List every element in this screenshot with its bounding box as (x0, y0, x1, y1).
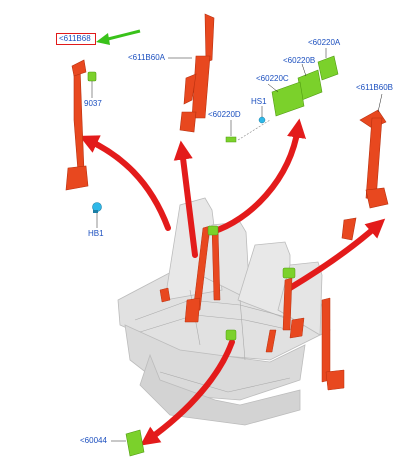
label-60220B: <60220B (283, 56, 316, 65)
label-60220A: <60220A (308, 38, 341, 47)
arrow-to-60044 (140, 339, 235, 446)
label-60220D: <60220D (208, 110, 241, 119)
label-60044: <60044 (80, 436, 107, 445)
installed-belts (159, 225, 345, 391)
seat-belt-left (65, 59, 89, 191)
green-pointer-arrow (96, 29, 141, 45)
highlighted-part-611B68: <611B68 (56, 33, 96, 45)
label-HB1: HB1 (88, 229, 104, 238)
clip-60220C (271, 81, 305, 117)
callout-arrows (79, 118, 386, 446)
label-HS1: HS1 (251, 97, 267, 106)
arrow-to-left-belt (79, 135, 171, 231)
label-611B60B: <611B60B (356, 83, 393, 92)
label-611B68: <611B68 (59, 34, 91, 43)
arrow-to-center-belt (173, 140, 198, 258)
clip-60220A (317, 55, 339, 81)
seat-belt-center (179, 13, 215, 133)
arrow-to-clips (209, 118, 307, 235)
label-611B60A: <611B60A (128, 53, 165, 62)
clip-60044 (125, 429, 145, 457)
label-60220C: <60220C (256, 74, 289, 83)
seat-belt-right (341, 109, 389, 241)
installed-clips (207, 225, 296, 341)
clip-60220D (225, 136, 237, 143)
label-9037: 9037 (84, 99, 102, 108)
clip-9037 (87, 71, 97, 82)
arrow-to-right-belt (287, 218, 386, 291)
anchor-HB1 (92, 202, 102, 213)
seat-detail-lines (134, 289, 301, 393)
anchor-HS1 (258, 116, 266, 124)
